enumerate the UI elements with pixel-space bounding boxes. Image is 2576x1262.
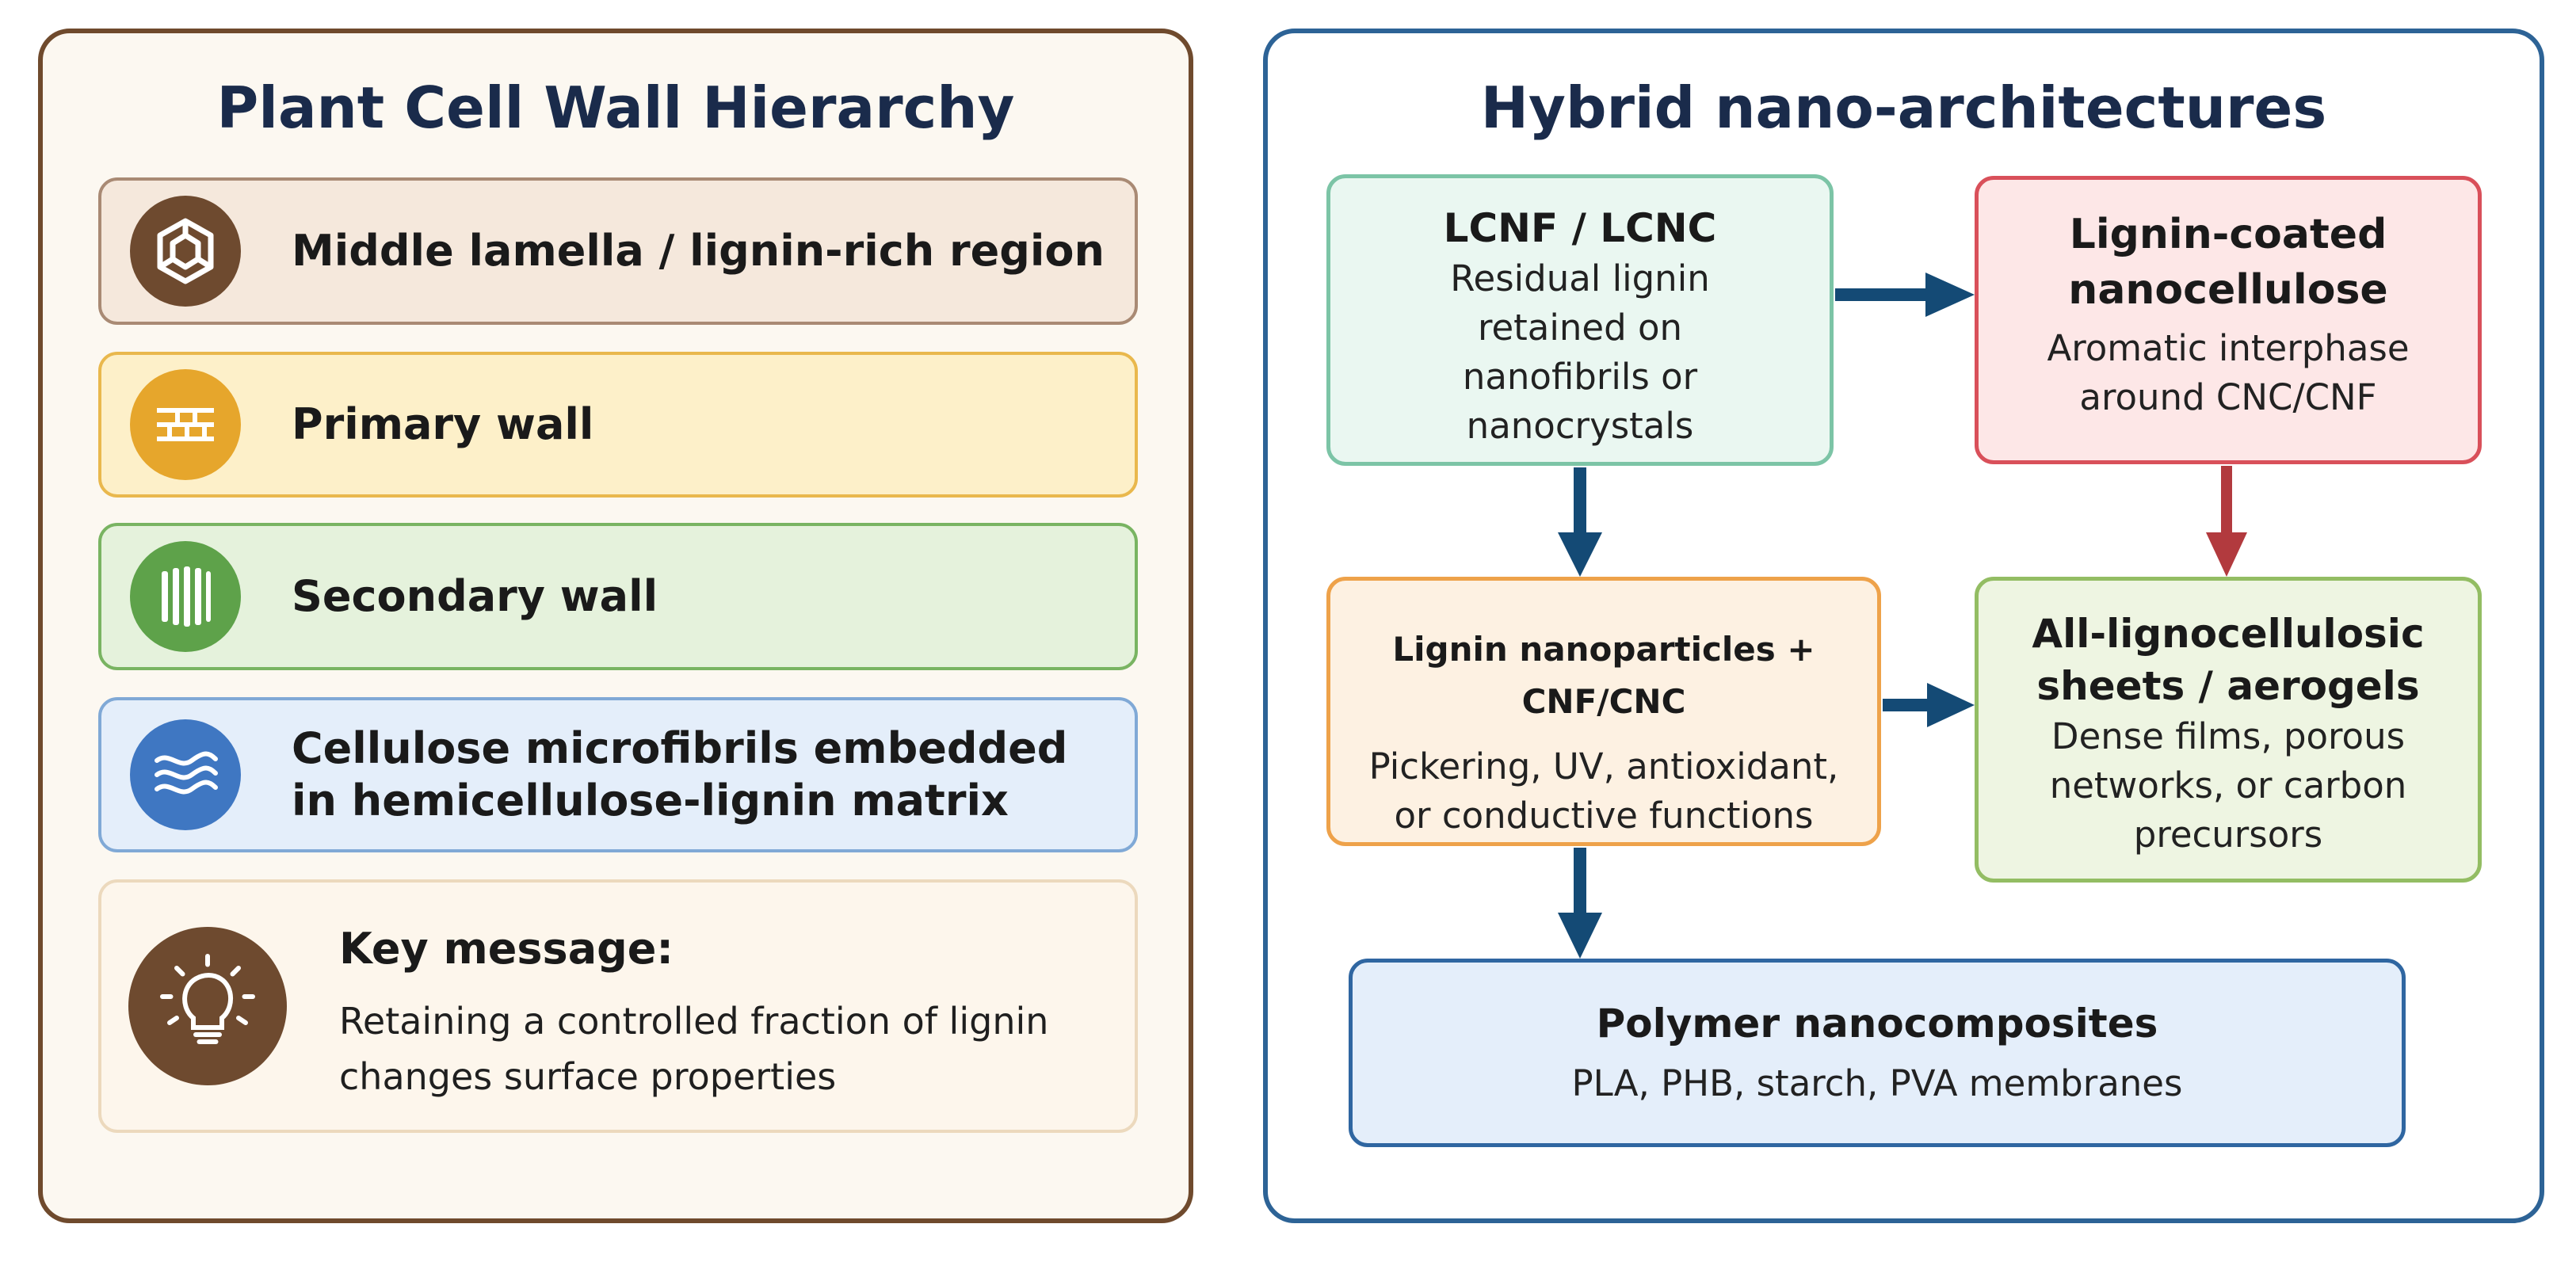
layer-label: Cellulose microfibrils embedded in hemic… <box>292 723 1068 825</box>
lignocellulosic-sheets-box: All-lignocellulosic sheets / aerogels De… <box>1975 577 2482 883</box>
layer-secondary-wall: Secondary wall <box>98 523 1138 670</box>
layer-middle-lamella: Middle lamella / lignin-rich region <box>98 177 1138 325</box>
box-text: PLA, PHB, starch, PVA membranes <box>1571 1062 2183 1104</box>
box-text: Aromatic interphase around CNC/CNF <box>2047 327 2410 418</box>
box-title: LCNF / LCNC <box>1443 205 1717 251</box>
lignin-nanoparticles-box: Lignin nanoparticles + CNF/CNC Pickering… <box>1326 577 1881 846</box>
box-text: Pickering, UV, antioxidant, or conductiv… <box>1368 745 1839 837</box>
box-text: Residual lignin retained on nanofibrils … <box>1450 257 1710 447</box>
striped-icon <box>130 541 241 652</box>
box-title: All-lignocellulosic sheets / aerogels <box>2032 611 2425 709</box>
box-text: Dense films, porous networks, or carbon … <box>2049 715 2407 856</box>
layer-label: Secondary wall <box>292 571 658 621</box>
box-title: Lignin-coated nanocellulose <box>2068 211 2388 314</box>
left-panel-title: Plant Cell Wall Hierarchy <box>216 74 1015 141</box>
right-panel-title: Hybrid nano-architectures <box>1480 74 2327 141</box>
layer-microfibrils: Cellulose microfibrils embedded in hemic… <box>98 697 1138 852</box>
lightbulb-icon <box>128 927 287 1085</box>
box-title: Lignin nanoparticles + CNF/CNC <box>1392 630 1815 721</box>
wave-icon <box>130 719 241 830</box>
key-message-text: Retaining a controlled fraction of ligni… <box>339 1000 1049 1098</box>
key-message-title: Key message: <box>339 924 674 974</box>
brick-icon <box>130 369 241 480</box>
layer-primary-wall: Primary wall <box>98 352 1138 498</box>
lignin-coated-box: Lignin-coated nanocellulose Aromatic int… <box>1975 176 2482 464</box>
lcnf-box: LCNF / LCNC Residual lignin retained on … <box>1326 174 1834 466</box>
lamella-icon <box>130 196 241 307</box>
layer-label: Primary wall <box>292 399 594 449</box>
layer-label: Middle lamella / lignin-rich region <box>292 226 1105 276</box>
key-message-box: Key message: Retaining a controlled frac… <box>98 879 1138 1133</box>
polymer-nanocomposites-box: Polymer nanocomposites PLA, PHB, starch,… <box>1349 959 2406 1147</box>
box-title: Polymer nanocomposites <box>1596 1001 2158 1047</box>
